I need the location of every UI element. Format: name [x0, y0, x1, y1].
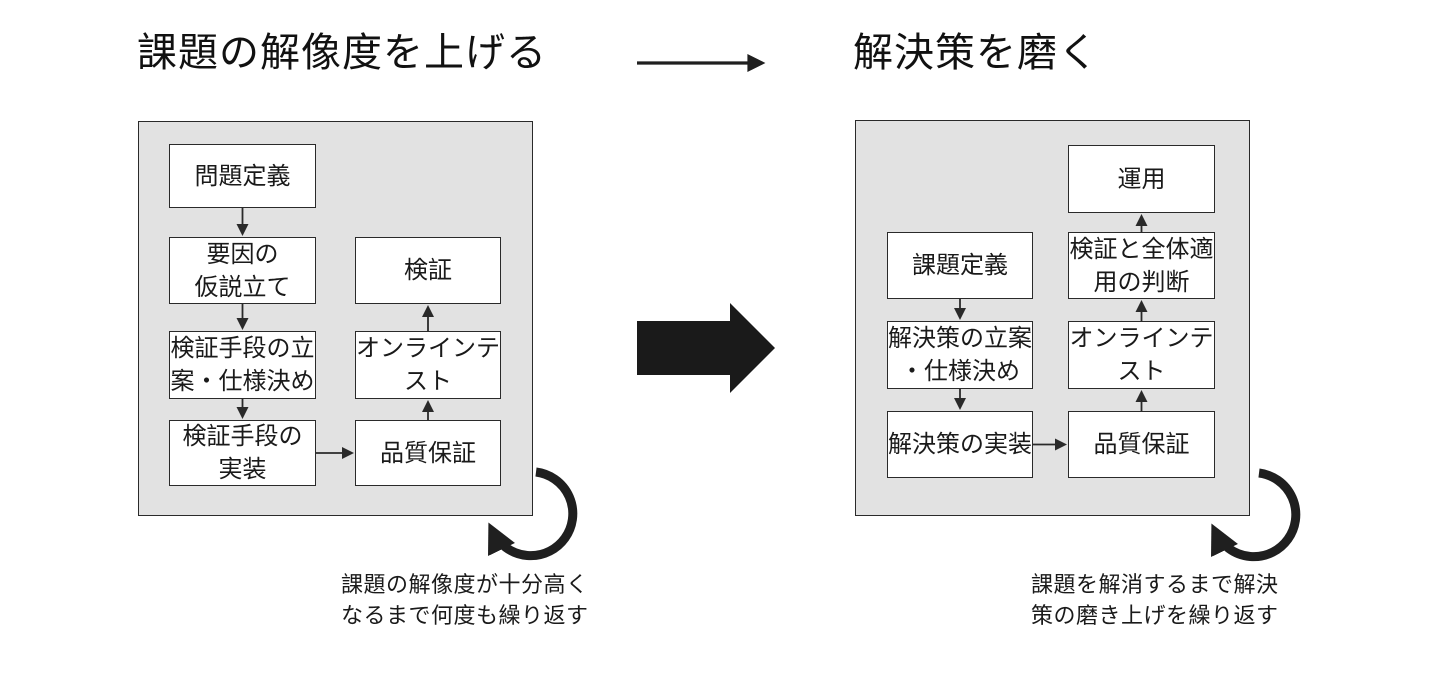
flow-box-solution-implementation: 解決策の実装	[887, 411, 1033, 478]
flow-box-issue-definition: 課題定義	[887, 232, 1033, 299]
flow-box-online-test-left: オンラインテ スト	[355, 331, 501, 399]
big-arrow-icon	[637, 303, 775, 393]
left-panel-title: 課題の解像度を上げる	[137, 30, 547, 76]
flow-box-operation: 運用	[1068, 145, 1215, 213]
right-panel-title: 解決策を磨く	[853, 30, 1099, 76]
flow-box-verification: 検証	[355, 237, 501, 304]
flow-box-quality-assurance-left: 品質保証	[355, 420, 501, 486]
left-loop-caption: 課題の解像度が十分高く なるまで何度も繰り返す	[341, 573, 589, 629]
flow-box-online-test-right: オンラインテ スト	[1068, 321, 1215, 389]
flow-box-verification-method-planning: 検証手段の立 案・仕様決め	[169, 331, 316, 399]
flow-box-problem-definition: 問題定義	[169, 144, 316, 208]
flow-box-quality-assurance-right: 品質保証	[1068, 411, 1215, 478]
flow-box-verification-method-implementation: 検証手段の 実装	[169, 420, 316, 486]
right-loop-caption: 課題を解消するまで解決 策の磨き上げを繰り返す	[1031, 573, 1279, 629]
flow-box-factor-hypothesis: 要因の 仮説立て	[169, 237, 316, 304]
flow-box-solution-planning: 解決策の立案 ・仕様決め	[887, 321, 1033, 389]
flow-box-verification-rollout-decision: 検証と全体適 用の判断	[1068, 232, 1215, 299]
